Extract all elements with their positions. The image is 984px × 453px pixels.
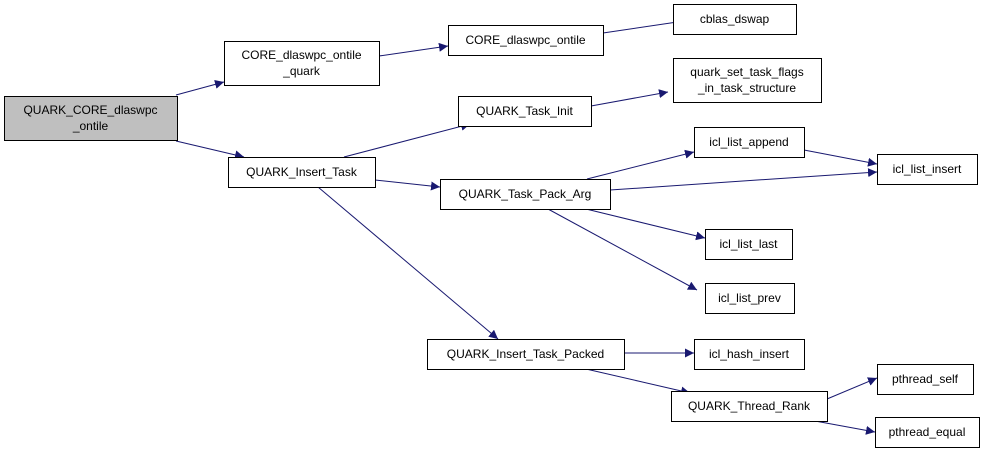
edge-line [175,80,225,96]
node-quark-task-pack-arg[interactable]: QUARK_Task_Pack_Arg [440,179,611,210]
node-box [228,157,376,188]
edge-quark-task-init-to-quark-set-task-flags-in-task-structure [590,89,669,107]
edge-quark-task-pack-arg-to-icl-list-insert [609,168,878,191]
node-label: QUARK_CORE_dlaswpc [23,103,157,117]
node-box [440,179,611,210]
node-box [4,96,178,141]
node-label: QUARK_Task_Pack_Arg [459,187,592,201]
edge-line [586,149,695,180]
edge-quark-core-dlaswpc-ontile-to-core-dlaswpc-ontile-quark [175,80,225,96]
node-box [427,339,625,370]
edge-line [343,121,471,158]
node-box [694,127,805,158]
node-label: icl_list_append [709,135,788,149]
node-label: icl_list_prev [718,291,781,305]
edge-line [609,168,878,191]
edge-quark-task-pack-arg-to-icl-list-last [585,208,706,241]
node-icl-list-insert[interactable]: icl_list_insert [877,154,978,185]
node-box [448,25,604,56]
edge-core-dlaswpc-ontile-to-cblas-dswap [602,17,685,34]
edge-line [585,368,691,396]
edge-line [826,377,878,400]
node-label: QUARK_Task_Init [476,104,573,118]
node-label: quark_set_task_flags [690,65,803,79]
edge-icl-list-append-to-icl-list-insert [803,149,878,167]
edge-layer [175,17,878,435]
node-label: _in_task_structure [697,81,796,95]
node-quark-insert-task-packed[interactable]: QUARK_Insert_Task_Packed [427,339,625,370]
node-box [458,96,592,127]
edge-quark-task-pack-arg-to-icl-list-prev [547,208,698,291]
edge-quark-core-dlaswpc-ontile-to-quark-insert-task [175,140,245,160]
edge-quark-thread-rank-to-pthread-self [826,377,878,400]
node-box [875,417,980,448]
node-quark-insert-task[interactable]: QUARK_Insert_Task [228,157,376,188]
node-icl-list-prev[interactable]: icl_list_prev [705,283,795,314]
node-label: _ontile [72,119,109,133]
node-label: QUARK_Insert_Task_Packed [447,347,604,361]
edge-line [175,140,245,160]
edge-quark-insert-task-to-quark-task-pack-arg [374,179,441,191]
node-core-dlaswpc-ontile[interactable]: CORE_dlaswpc_ontile [448,25,604,56]
edge-line [590,89,669,107]
edge-line [317,186,499,340]
node-label: QUARK_Thread_Rank [688,399,811,413]
node-icl-hash-insert[interactable]: icl_hash_insert [694,339,805,370]
node-quark-task-init[interactable]: QUARK_Task_Init [458,96,592,127]
node-label: QUARK_Insert_Task [246,165,358,179]
node-box [877,364,974,395]
node-quark-thread-rank[interactable]: QUARK_Thread_Rank [671,391,828,422]
node-box [705,283,795,314]
node-quark-set-task-flags-in-task-structure[interactable]: quark_set_task_flags _in_task_structure [673,58,822,103]
node-layer: QUARK_CORE_dlaswpc _ontile CORE_dlaswpc_on… [4,4,980,448]
node-label: cblas_dswap [700,12,770,26]
edge-line [547,208,698,291]
edge-line [585,208,706,241]
edge-line [814,420,876,435]
edge-quark-insert-task-to-quark-task-init [343,121,471,158]
node-pthread-equal[interactable]: pthread_equal [875,417,980,448]
node-label: pthread_self [892,372,959,386]
node-label: _quark [282,64,321,78]
node-box [673,58,822,103]
edge-quark-insert-task-to-quark-insert-task-packed [317,186,499,340]
edge-quark-insert-task-packed-to-quark-thread-rank [585,368,691,396]
edge-quark-task-pack-arg-to-icl-list-append [586,149,695,180]
node-core-dlaswpc-ontile-quark[interactable]: CORE_dlaswpc_ontile _quark [224,41,380,86]
node-label: icl_list_last [719,237,778,251]
node-pthread-self[interactable]: pthread_self [877,364,974,395]
node-label: pthread_equal [889,425,966,439]
node-cblas-dswap[interactable]: cblas_dswap [673,4,797,35]
node-box [673,4,797,35]
edge-line [602,17,685,34]
node-icl-list-last[interactable]: icl_list_last [705,229,793,260]
edge-line [374,179,441,191]
node-box [705,229,793,260]
edge-core-dlaswpc-ontile-quark-to-core-dlaswpc-ontile [378,42,449,57]
node-box [694,339,805,370]
node-label: icl_hash_insert [709,347,790,361]
node-label: CORE_dlaswpc_ontile [465,33,585,47]
edge-line [378,42,449,57]
edge-quark-thread-rank-to-pthread-equal [814,420,876,435]
node-box [877,154,978,185]
node-label: icl_list_insert [893,162,962,176]
node-label: CORE_dlaswpc_ontile [241,48,361,62]
edge-line [803,149,878,167]
node-box [224,41,380,86]
node-quark-core-dlaswpc-ontile[interactable]: QUARK_CORE_dlaswpc _ontile [4,96,178,141]
node-icl-list-append[interactable]: icl_list_append [694,127,805,158]
node-box [671,391,828,422]
